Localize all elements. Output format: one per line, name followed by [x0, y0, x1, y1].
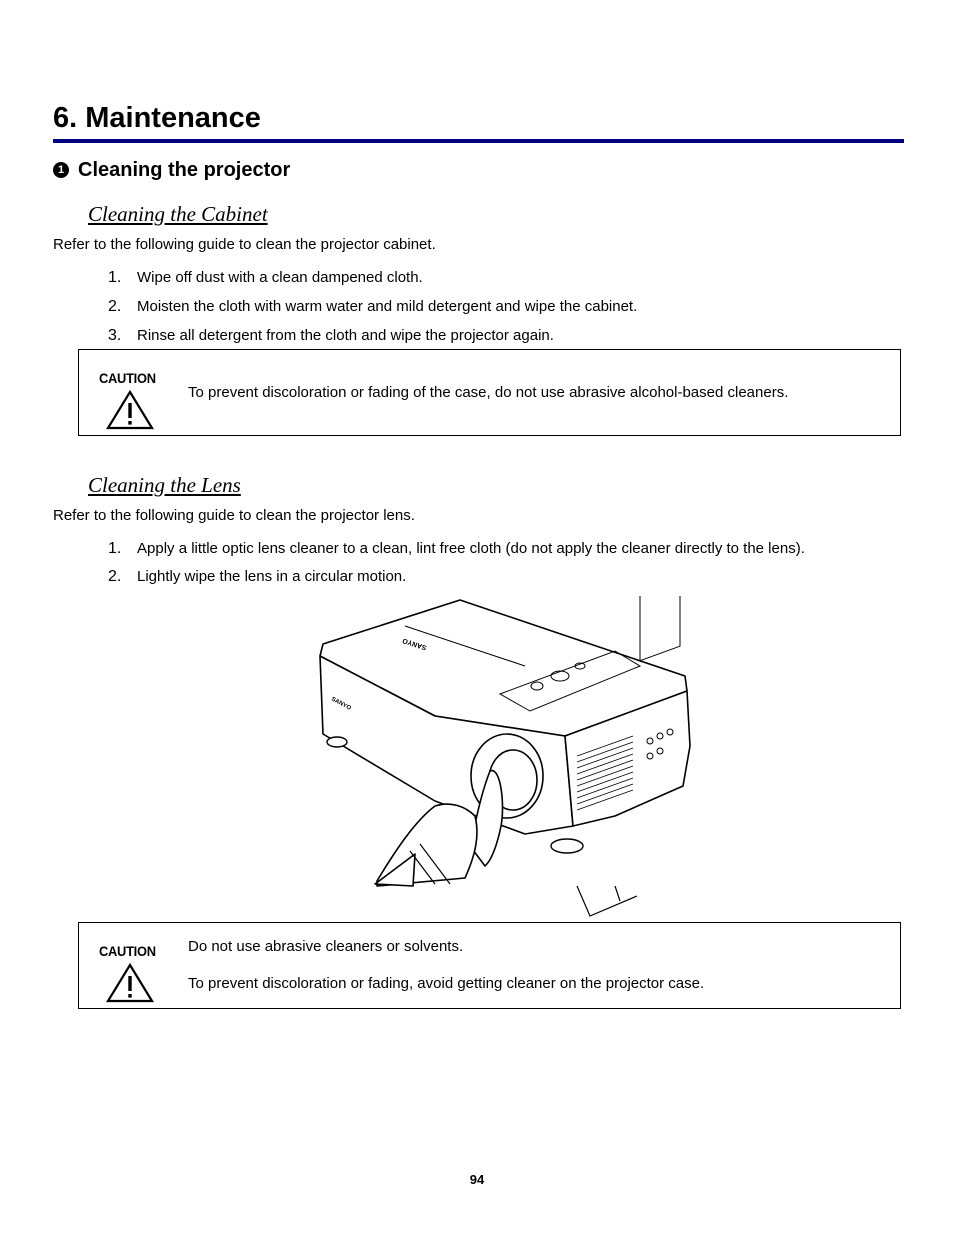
step-text: Apply a little optic lens cleaner to a c…: [137, 540, 805, 557]
step-text: Moisten the cloth with warm water and mi…: [137, 298, 638, 315]
caution-box-cabinet: CAUTION To prevent discoloration or fadi…: [78, 349, 901, 436]
page-number: 94: [469, 1172, 485, 1187]
caution-text-line-2: To prevent discoloration or fading, avoi…: [188, 975, 705, 992]
step-number: 2.: [108, 568, 122, 585]
list-item: 3. Rinse all detergent from the cloth an…: [108, 326, 908, 346]
step-text: Rinse all detergent from the cloth and w…: [137, 327, 554, 344]
lens-intro: Refer to the following guide to clean th…: [53, 507, 415, 524]
cabinet-intro: Refer to the following guide to clean th…: [53, 236, 436, 253]
section-title: Cleaning the projector: [78, 159, 291, 181]
step-number: 1.: [108, 540, 122, 557]
list-item: 1. Apply a little optic lens cleaner to …: [108, 539, 908, 559]
caution-label: CAUTION: [99, 370, 156, 386]
projector-cleaning-illustration: SANYO SANYO: [319, 596, 691, 917]
caution-text: To prevent discoloration or fading of th…: [188, 384, 789, 401]
step-number: 3.: [108, 327, 122, 344]
caution-label: CAUTION: [99, 943, 156, 959]
warning-triangle-icon: [106, 390, 154, 430]
section-heading: 1 Cleaning the projector: [53, 157, 290, 183]
step-text: Lightly wipe the lens in a circular moti…: [137, 568, 407, 585]
caution-box-lens: CAUTION Do not use abrasive cleaners or …: [78, 922, 901, 1009]
cabinet-subheading: Cleaning the Cabinet: [88, 202, 268, 226]
step-number: 2.: [108, 298, 122, 315]
lens-subheading: Cleaning the Lens: [88, 473, 241, 497]
chapter-title: 6. Maintenance: [53, 102, 261, 134]
step-text: Wipe off dust with a clean dampened clot…: [137, 269, 423, 286]
list-item: 2. Moisten the cloth with warm water and…: [108, 297, 908, 317]
caution-text-line-1: Do not use abrasive cleaners or solvents…: [188, 938, 464, 955]
numbered-bullet-icon: 1: [53, 162, 69, 178]
list-item: 1. Wipe off dust with a clean dampened c…: [108, 268, 908, 288]
warning-triangle-icon: [106, 963, 154, 1003]
list-item: 2. Lightly wipe the lens in a circular m…: [108, 567, 908, 587]
chapter-rule: [53, 139, 904, 143]
step-number: 1.: [108, 269, 122, 286]
